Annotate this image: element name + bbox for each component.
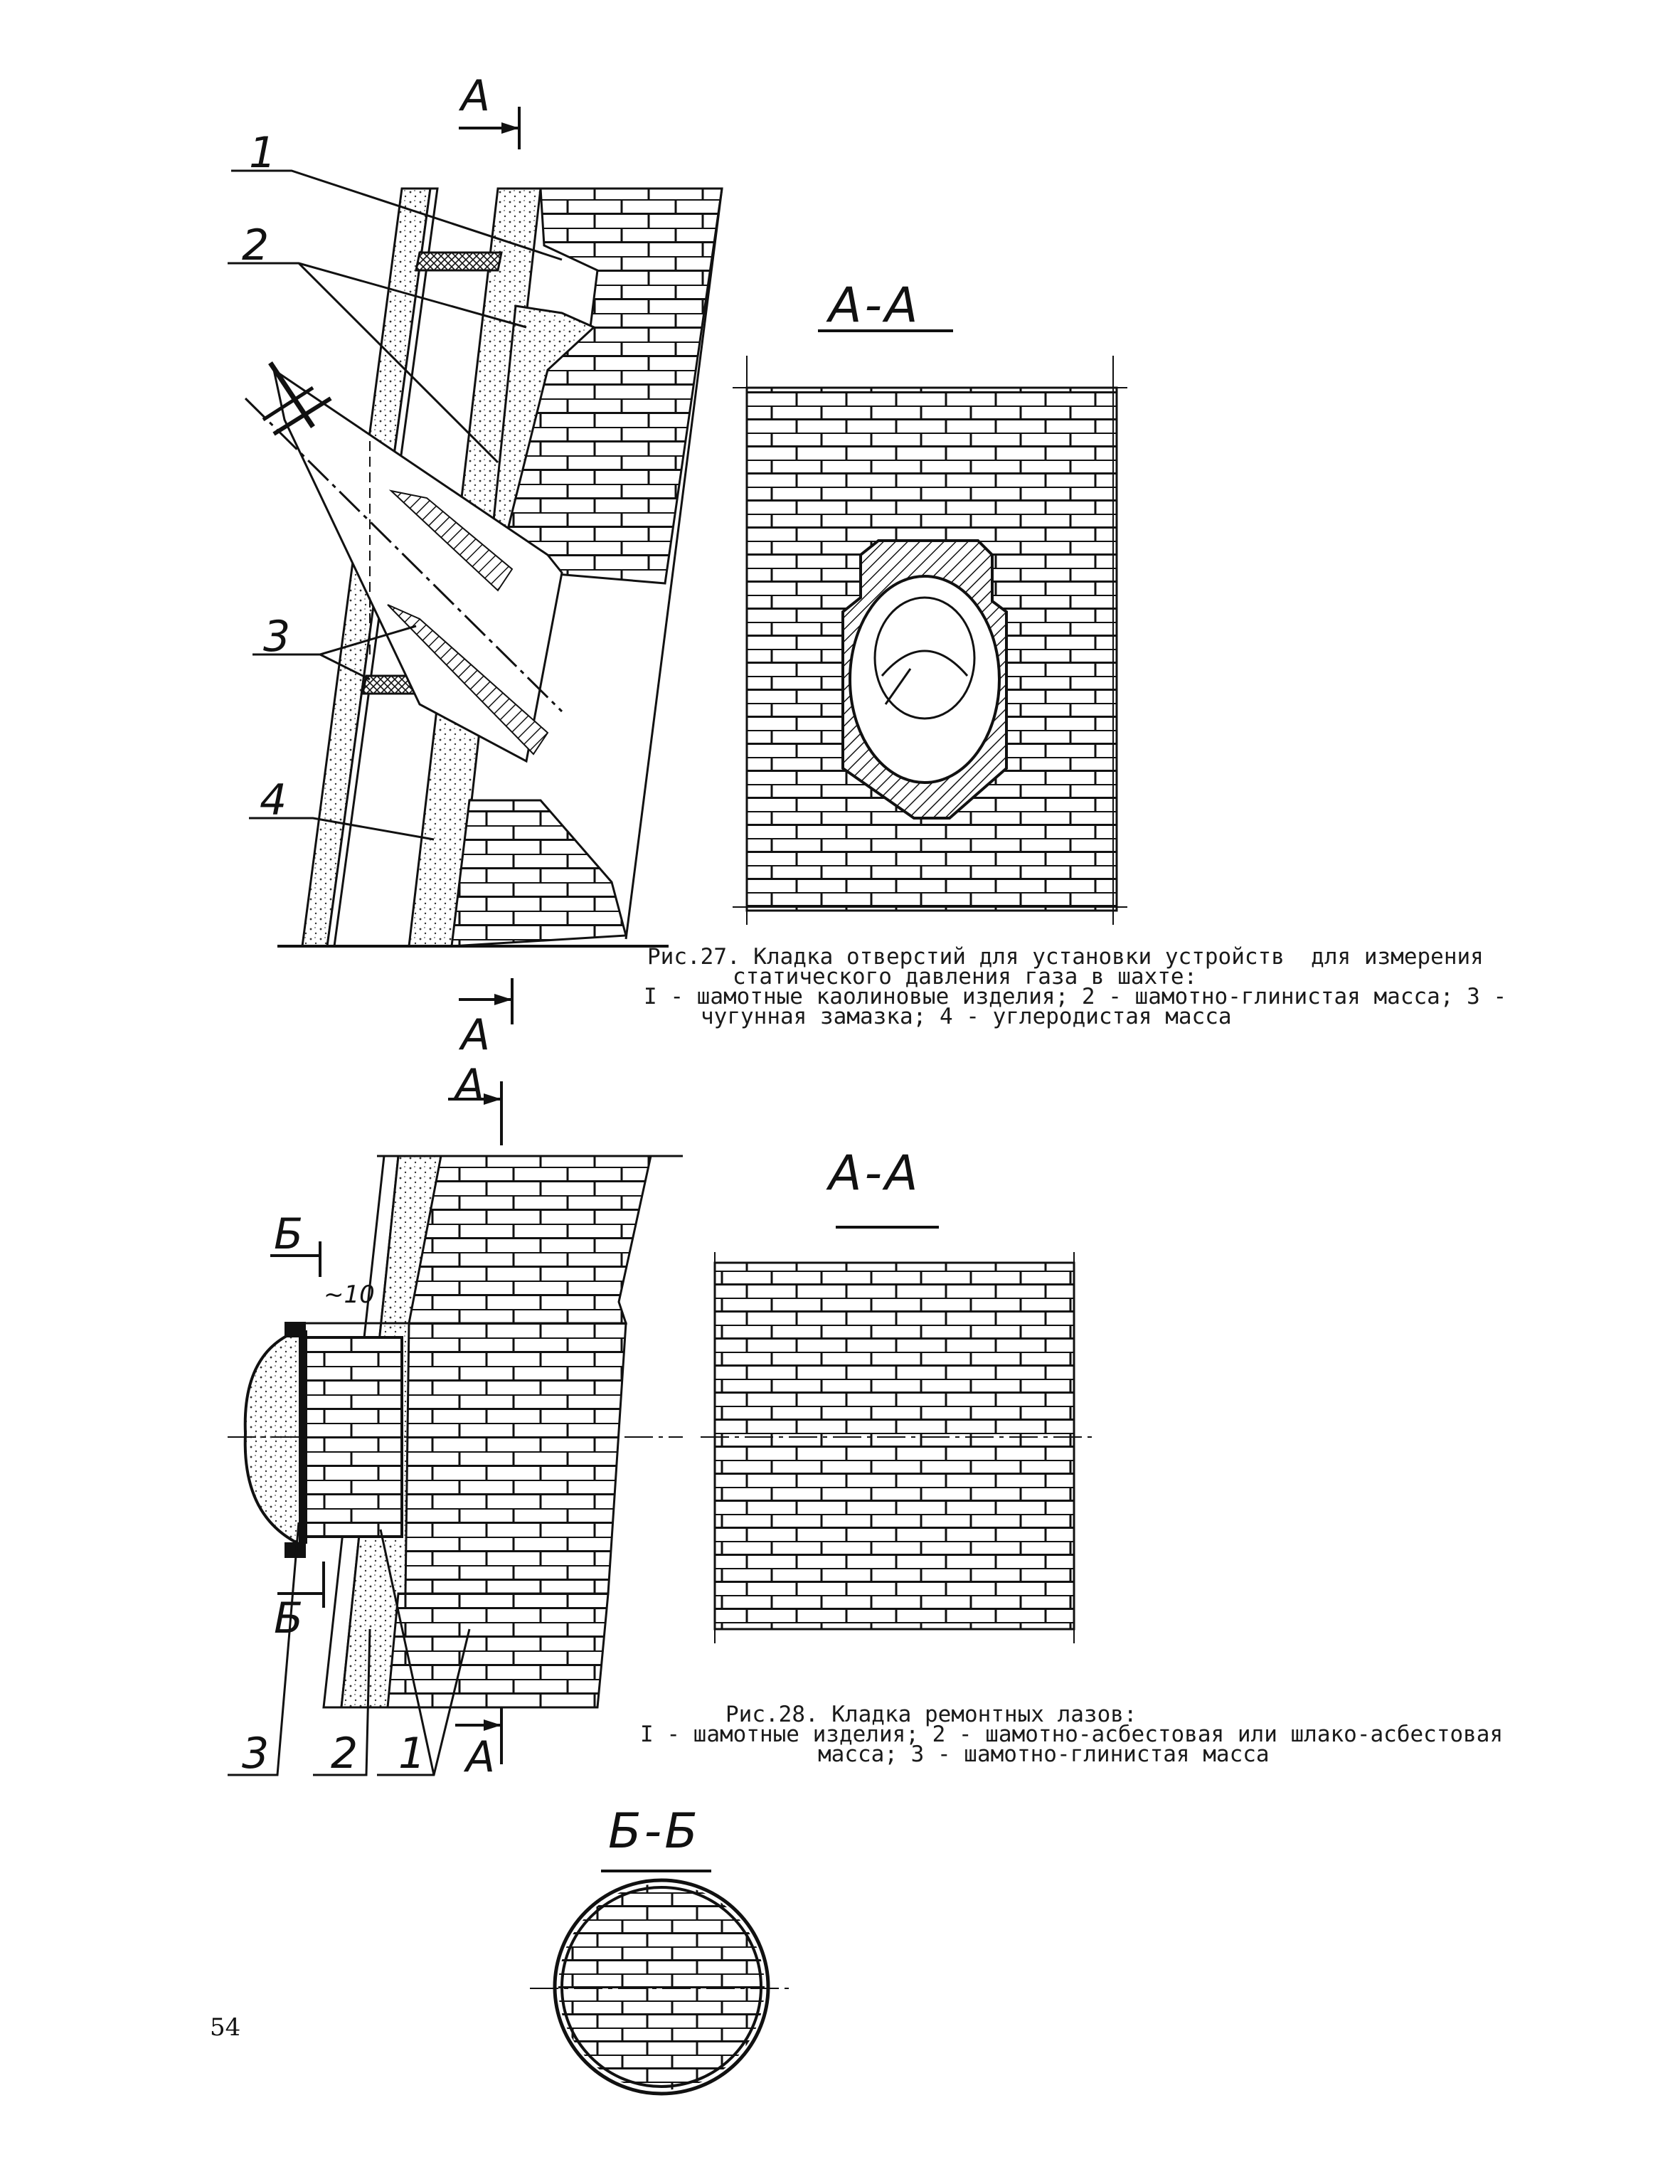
fig27-caption-line-4: чугунная замазка; 4 - углеродистая масса	[701, 1004, 1232, 1029]
fig27-section-title: А-А	[829, 277, 921, 334]
fig27-caption-line-1: Рис.27. Кладка отверстий для установки у…	[647, 944, 1484, 970]
fig28-cut-b-top: Б	[274, 1209, 304, 1259]
fig28-cut-label-bottom: А	[466, 1732, 496, 1782]
fig28-side-view	[228, 1081, 683, 1776]
fig28-callout-3: 3	[242, 1729, 270, 1779]
fig28-caption-line-1: Рис.28. Кладка ремонтных лазов:	[725, 1702, 1137, 1727]
fig27-side-view	[228, 107, 723, 1024]
fig28-section-b-title: Б-Б	[608, 1803, 701, 1860]
fig28-section-b-view	[530, 1870, 793, 2096]
fig27-callout-1: 1	[249, 128, 277, 178]
fig28-section-view	[701, 1226, 1095, 1643]
fig28-caption-line-3: масса; 3 - шамотно-глинистая масса	[818, 1742, 1270, 1767]
fig28-cut-label-top: А	[455, 1060, 485, 1110]
fig27-callout-2: 2	[242, 221, 270, 270]
fig27-callout-3: 3	[263, 612, 291, 662]
fig28-cut-b-bottom: Б	[274, 1594, 304, 1643]
fig28-dimension: ~10	[324, 1281, 375, 1309]
fig27-callout-4: 4	[260, 775, 287, 825]
fig28-callout-2: 2	[331, 1729, 358, 1779]
fig27-caption-line-3: I - шамотные каолиновые изделия; 2 - шам…	[644, 984, 1507, 1009]
fig27-cut-label-top: А	[461, 71, 491, 121]
fig28-section-title: А-А	[829, 1145, 921, 1202]
fig27-cut-label-bottom: А	[461, 1010, 491, 1060]
fig28-caption-line-2: I - шамотные изделия; 2 - шамотно-асбест…	[640, 1722, 1504, 1747]
fig28-callout-1: 1	[398, 1729, 426, 1779]
fig27-caption-line-2: статического давления газа в шахте:	[733, 964, 1198, 990]
fig27-section-view	[733, 329, 1127, 925]
page-number: 54	[210, 2013, 241, 2042]
